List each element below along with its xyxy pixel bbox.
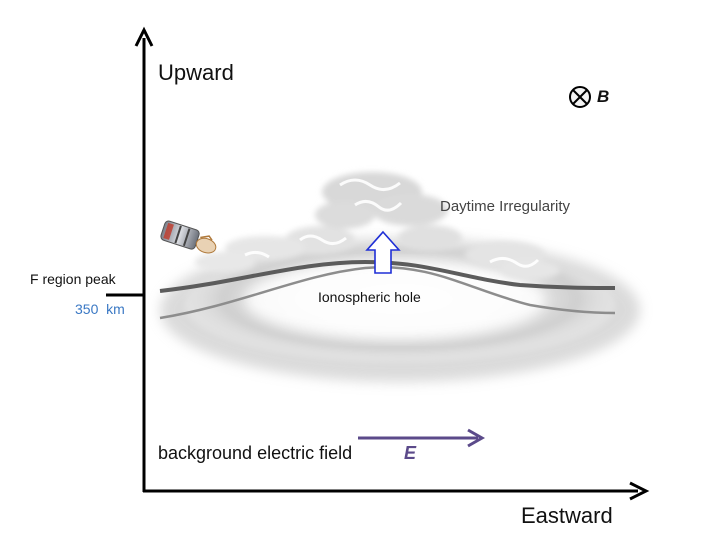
x-axis-arrowhead — [629, 481, 650, 501]
lower-layer-profile — [159, 265, 616, 320]
e-symbol: E — [404, 443, 417, 463]
x-axis-label: Eastward — [521, 503, 613, 528]
electric-field-arrow — [358, 428, 486, 448]
background-field-label: background electric field — [158, 443, 353, 463]
upward-motion-arrow — [365, 230, 401, 274]
axes — [106, 26, 650, 501]
daytime-irregularity-label: Daytime Irregularity — [440, 198, 571, 215]
circle-cross-icon — [569, 86, 591, 108]
altitude-label: 350 km — [75, 301, 125, 317]
satellite-icon — [160, 220, 217, 254]
y-axis-label: Upward — [158, 60, 234, 85]
f-region-peak-label: F region peak — [30, 271, 116, 287]
y-axis-arrowhead — [134, 26, 154, 47]
b-symbol: B — [597, 87, 610, 106]
upper-layer-profile — [159, 259, 616, 293]
irregularity-wisps — [244, 178, 540, 268]
ionospheric-hole-label: Ionospheric hole — [318, 289, 421, 305]
